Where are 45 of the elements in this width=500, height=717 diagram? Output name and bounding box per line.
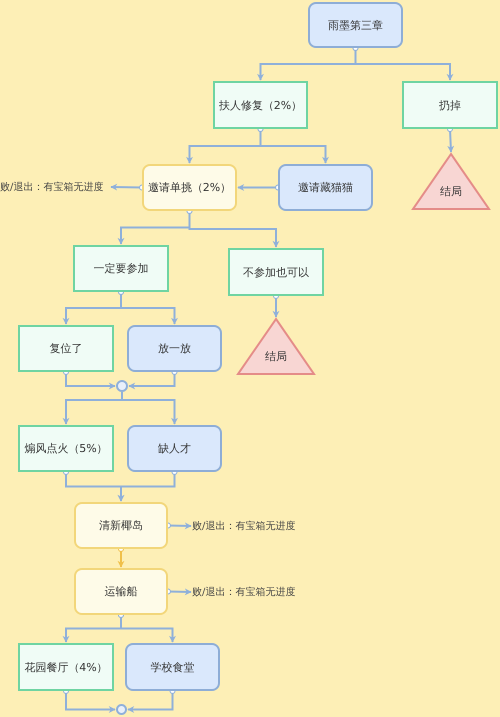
- process-box: [18, 643, 114, 691]
- process-box: [18, 325, 114, 372]
- exit-note: 败/退出：有宝箱无进度: [192, 584, 304, 600]
- node-label: 雨墨第三章: [328, 18, 383, 32]
- node-label: 清新椰岛: [99, 518, 143, 533]
- arrow: [128, 369, 178, 390]
- node-label: 缺人才: [158, 441, 191, 456]
- arrow: [127, 688, 176, 713]
- node-label: 运输船: [104, 584, 138, 599]
- process-box: [74, 568, 168, 615]
- exit-note: 败/退出：有宝箱无进度: [0, 179, 110, 195]
- arrow: [186, 208, 280, 248]
- process-box: [73, 245, 169, 292]
- node-label: 一定要参加: [94, 261, 148, 276]
- arrow: [118, 546, 124, 568]
- junction-circle: [116, 380, 128, 392]
- process-box: [402, 81, 498, 129]
- process-box: [308, 2, 403, 48]
- process-box: [228, 248, 324, 296]
- node-label: 扶人修复（2%）: [218, 98, 302, 112]
- node-label: 煽风点火（5%）: [24, 441, 108, 456]
- process-box: [127, 425, 222, 472]
- process-box: [142, 164, 237, 211]
- node-label: 花园餐厅（4%）: [24, 660, 108, 674]
- arrow: [352, 45, 454, 81]
- node-label: 邀请单挑（2%）: [148, 180, 232, 195]
- process-box: [74, 502, 168, 549]
- process-box: [127, 325, 222, 372]
- exit-note: 败/退出：有宝箱无进度: [192, 518, 304, 534]
- junction-circle: [116, 704, 127, 715]
- node-label: 学校食堂: [150, 660, 194, 674]
- node-label: 不参加也可以: [243, 264, 309, 280]
- arrow: [121, 392, 178, 425]
- arrow: [118, 469, 178, 502]
- node-label: 结局: [265, 349, 287, 364]
- process-box: [125, 643, 220, 691]
- node-label: 复位了: [50, 341, 82, 356]
- node-label: 放一放: [158, 341, 191, 356]
- process-box: [213, 81, 308, 129]
- arrow: [118, 612, 176, 643]
- node-label: 扔掉: [439, 98, 461, 112]
- node-label: 结局: [440, 184, 462, 199]
- process-box: [278, 164, 373, 211]
- process-box: [18, 425, 114, 472]
- node-label: 邀请藏猫猫: [298, 180, 353, 195]
